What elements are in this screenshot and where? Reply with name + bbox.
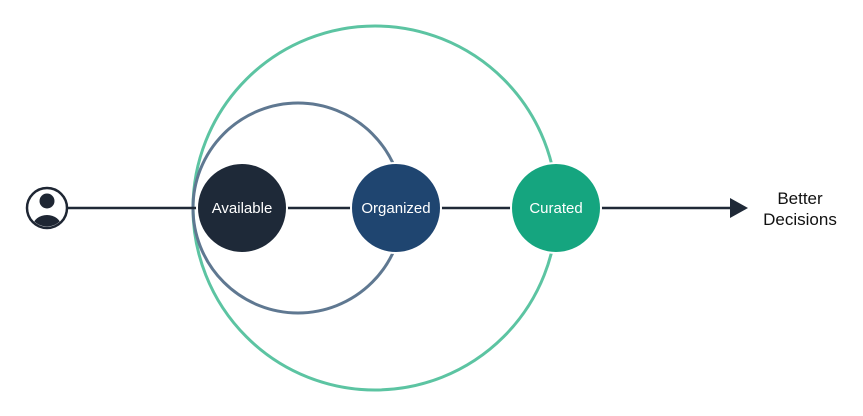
- outcome-label-line2: Decisions: [763, 210, 837, 229]
- node-available: Available: [196, 162, 288, 254]
- node-curated-label: Curated: [529, 200, 582, 217]
- user-icon: [25, 186, 69, 230]
- arrow-head-icon: [730, 198, 748, 218]
- node-organized: Organized: [350, 162, 442, 254]
- node-organized-label: Organized: [361, 200, 430, 217]
- node-available-label: Available: [212, 200, 273, 217]
- outcome-label-line1: Better: [777, 189, 823, 208]
- outcome-label: Better Decisions: [763, 189, 837, 229]
- node-curated: Curated: [510, 162, 602, 254]
